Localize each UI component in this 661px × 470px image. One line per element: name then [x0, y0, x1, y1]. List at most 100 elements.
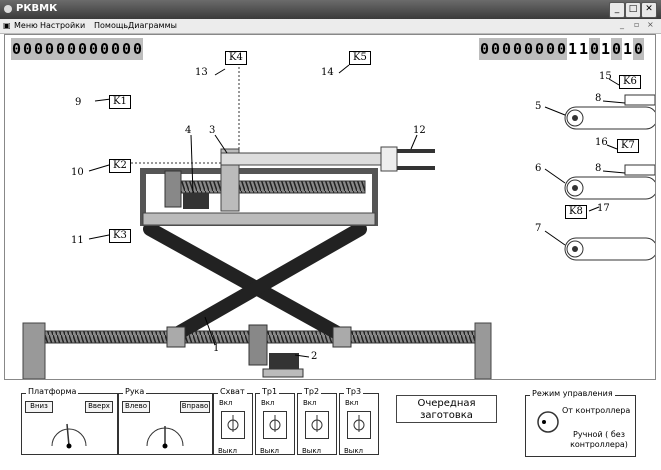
callout-4: 4 — [185, 125, 192, 136]
grip-off-label: Выкл — [218, 447, 238, 455]
bottom-motor — [269, 353, 299, 371]
tr1-switch[interactable]: Вкл Выкл — [260, 399, 288, 463]
sensor-label-k6: K6 — [619, 75, 641, 89]
register-bit: 0 — [534, 40, 545, 58]
menu-item-settings[interactable]: Настройки — [40, 21, 86, 30]
callout-1: 1 — [213, 343, 220, 354]
platform-down-button[interactable]: Вниз — [25, 401, 53, 413]
arm-right-button[interactable]: Вправо — [180, 401, 210, 413]
scissor-arm-b — [168, 222, 367, 342]
register-bit: 0 — [556, 40, 567, 58]
register-bit: 0 — [611, 40, 622, 58]
platform-lever-icon[interactable] — [22, 394, 117, 454]
bottom-roller-right — [332, 326, 352, 348]
callout-11: 11 — [71, 235, 84, 246]
arm-panel-title: Рука — [123, 387, 147, 396]
grip-on-label: Вкл — [219, 399, 233, 407]
register-bit: 0 — [99, 40, 110, 58]
tr3-switch[interactable]: Вкл Выкл — [344, 399, 372, 463]
close-button[interactable]: ✕ — [641, 2, 657, 18]
register-bit: 0 — [545, 40, 556, 58]
platform-panel-title: Платформа — [26, 387, 79, 396]
register-bit: 1 — [567, 38, 578, 60]
tr3-on-label: Вкл — [345, 399, 359, 407]
callout-2: 2 — [311, 351, 318, 362]
tr2-off-label: Выкл — [302, 447, 322, 455]
sensor-label-k8: K8 — [565, 205, 587, 219]
callout-17: 17 — [597, 203, 610, 214]
callout-6: 6 — [535, 163, 542, 174]
mode-controller-label[interactable]: От контроллера — [562, 406, 631, 415]
register-bit: 0 — [490, 40, 501, 58]
menu-item-menu[interactable]: Меню — [14, 21, 38, 30]
top-gear — [164, 170, 182, 208]
left-post — [22, 322, 46, 379]
grip-panel-title: Схват — [218, 387, 247, 396]
callout-7: 7 — [535, 223, 542, 234]
menu-bar: ▣ Меню Настройки Помощь Диаграммы _ ▫ × — [0, 19, 661, 34]
register-bit: 0 — [22, 40, 33, 58]
mode-knob-icon[interactable] — [536, 410, 562, 436]
sensor-label-k2: K2 — [109, 159, 131, 173]
tr3-panel: Тр3 Вкл Выкл — [339, 387, 379, 455]
register-bit: 0 — [501, 40, 512, 58]
tr2-switch[interactable]: Вкл Выкл — [302, 399, 330, 463]
callout-8b: 8 — [595, 163, 602, 174]
doc-icon[interactable]: ▣ — [3, 21, 11, 30]
arm-left-button[interactable]: Влево — [122, 401, 150, 413]
next-blank-button[interactable]: Очередная заготовка — [396, 395, 497, 423]
tr1-off-label: Выкл — [260, 447, 280, 455]
menu-item-help[interactable]: Помощь — [94, 21, 129, 30]
tr2-on-label: Вкл — [303, 399, 317, 407]
grip-switch[interactable]: Вкл Выкл — [218, 399, 246, 463]
sensor-label-k4: K4 — [225, 51, 247, 65]
callout-5: 5 — [535, 101, 542, 112]
register-bit: 0 — [512, 40, 523, 58]
register-bit: 0 — [121, 40, 132, 58]
mode-manual-label[interactable]: Ручной ( без контроллера) — [570, 430, 628, 449]
mdi-restore-icon[interactable]: ▫ — [634, 20, 640, 29]
control-mode-title: Режим управления — [530, 389, 615, 398]
maximize-button[interactable]: □ — [625, 2, 641, 18]
platform-up-button[interactable]: Вверх — [85, 401, 113, 413]
register-bit: 0 — [523, 40, 534, 58]
tr2-panel-title: Тр2 — [302, 387, 322, 396]
register-bit: 1 — [600, 38, 611, 60]
menu-item-diagrams[interactable]: Диаграммы — [128, 21, 177, 30]
tr3-panel-title: Тр3 — [344, 387, 364, 396]
conveyor-2 — [564, 164, 655, 200]
tr3-off-label: Выкл — [344, 447, 364, 455]
register-bit: 0 — [11, 40, 22, 58]
platform-base — [142, 212, 376, 226]
right-post — [474, 322, 492, 379]
register-bit: 0 — [110, 40, 121, 58]
app-icon — [4, 5, 12, 13]
register-bit: 0 — [77, 40, 88, 58]
tr1-on-label: Вкл — [261, 399, 275, 407]
sensor-label-k1: K1 — [109, 95, 131, 109]
control-mode-panel: Режим управления От контроллера Ручной (… — [525, 389, 636, 457]
sensor-label-k3: K3 — [109, 229, 131, 243]
scissor-arm-a — [143, 222, 348, 342]
arm-lever-icon[interactable] — [119, 394, 212, 454]
platform-panel: Платформа Вниз Вверх — [21, 387, 118, 455]
callout-13: 13 — [195, 67, 208, 78]
conveyor-3 — [564, 237, 655, 261]
register-bit: 0 — [589, 40, 600, 58]
top-motor — [183, 193, 209, 209]
mdi-minimize-icon[interactable]: _ — [620, 20, 624, 29]
register-bit: 0 — [88, 40, 99, 58]
callout-3: 3 — [209, 125, 216, 136]
arm-panel: Рука Влево Вправо — [118, 387, 213, 455]
tr1-panel: Тр1 Вкл Выкл — [255, 387, 295, 455]
sensor-label-k5: K5 — [349, 51, 371, 65]
gripper-jaw-top — [397, 149, 435, 153]
minimize-button[interactable]: _ — [609, 2, 625, 18]
mdi-close-icon[interactable]: × — [647, 20, 654, 29]
register-bit: 0 — [132, 40, 143, 58]
register-bit: 1 — [622, 38, 633, 60]
register-bit: 1 — [578, 38, 589, 60]
grip-panel: Схват Вкл Выкл — [213, 387, 253, 455]
bottom-roller-left — [166, 326, 186, 348]
